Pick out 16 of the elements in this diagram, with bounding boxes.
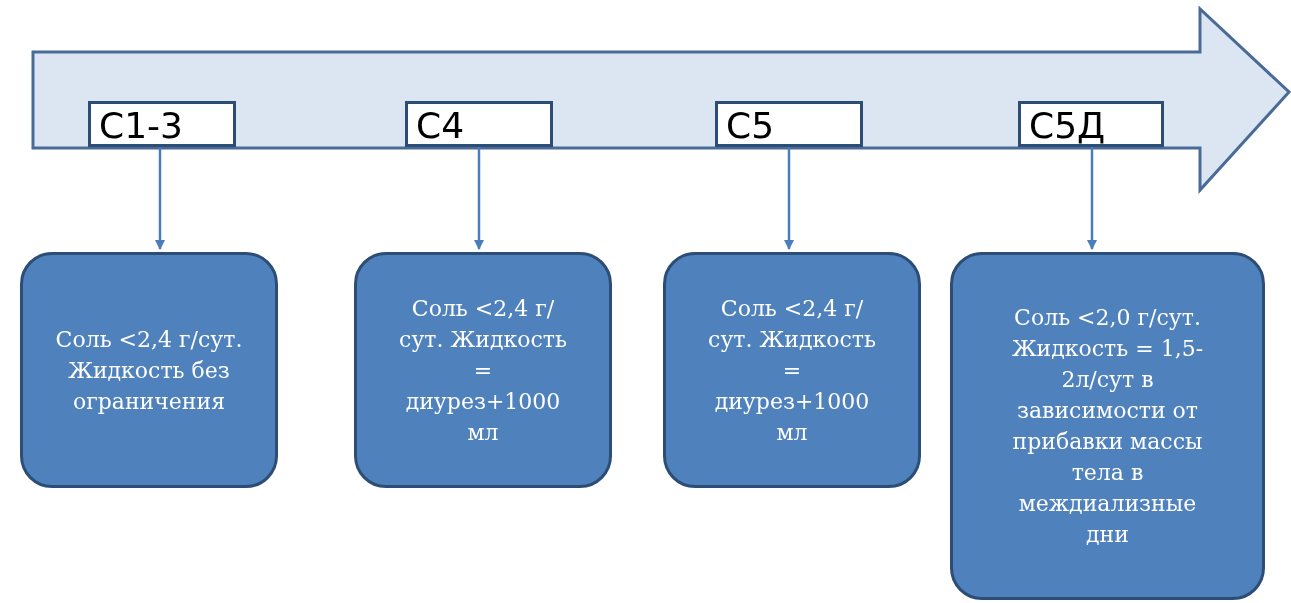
arrow: [155, 147, 165, 250]
stage-label: С5Д: [1018, 101, 1164, 147]
card-text: Соль <2,4 г/сут. Жидкость = диурез+1000 мл: [398, 294, 568, 447]
card-text: Соль <2,0 г/сут. Жидкость = 1,5-2л/сут в зависимости от прибавки массы тела в междиализные дни: [1010, 304, 1205, 549]
arrow: [474, 147, 484, 250]
recommendation-box: [663, 252, 921, 488]
stage-label: С5: [715, 101, 863, 147]
arrow: [1087, 147, 1097, 250]
card-text: Соль <2,4 г/сут. Жидкость = диурез+1000 мл: [707, 294, 877, 447]
recommendation-box: [950, 252, 1265, 600]
recommendation-box: [20, 252, 278, 488]
stage-label: С1-3: [88, 101, 236, 147]
stage-label: С4: [405, 101, 553, 147]
card-text: Соль <2,4 г/сут. Жидкость без ограничения: [54, 325, 244, 416]
arrow: [784, 147, 794, 250]
recommendation-box: [354, 252, 612, 488]
